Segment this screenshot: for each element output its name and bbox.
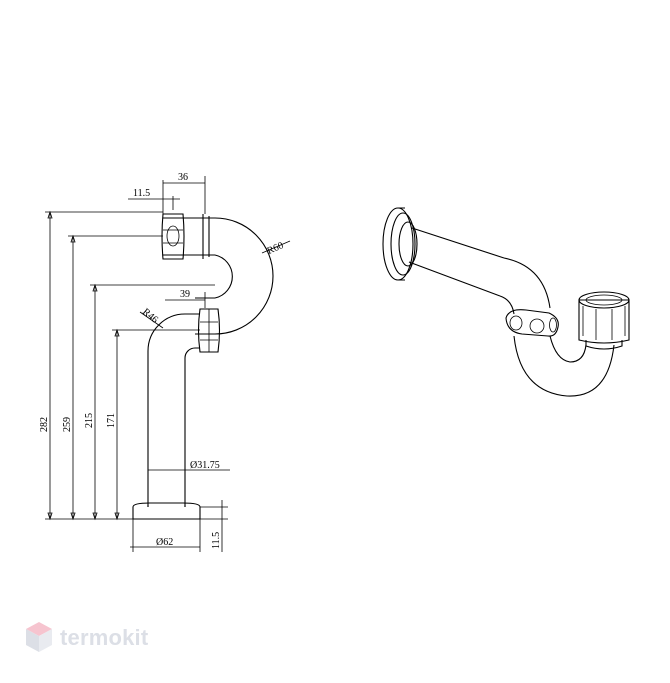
side-view-dimensions: [45, 176, 291, 552]
dim-171: 171: [106, 413, 117, 428]
dim-11-5-top: 11.5: [133, 188, 150, 199]
dim-282: 282: [39, 417, 50, 432]
side-view-pipe: [132, 213, 274, 520]
dim-diameter-62: Ø62: [156, 537, 173, 548]
dim-215: 215: [84, 413, 95, 428]
dim-36: 36: [178, 172, 188, 183]
dim-259: 259: [62, 417, 73, 432]
dim-r60: R60: [266, 240, 286, 257]
perspective-view-pipe: [382, 207, 630, 397]
dim-39: 39: [180, 289, 190, 300]
dim-11-5-bottom: 11.5: [211, 532, 222, 549]
termokit-watermark: termokit: [24, 618, 148, 658]
watermark-text: termokit: [60, 625, 149, 650]
dim-diameter-31-75: Ø31.75: [190, 460, 220, 471]
dim-r46: R46: [140, 306, 160, 325]
cube-logo-icon: [26, 622, 52, 652]
